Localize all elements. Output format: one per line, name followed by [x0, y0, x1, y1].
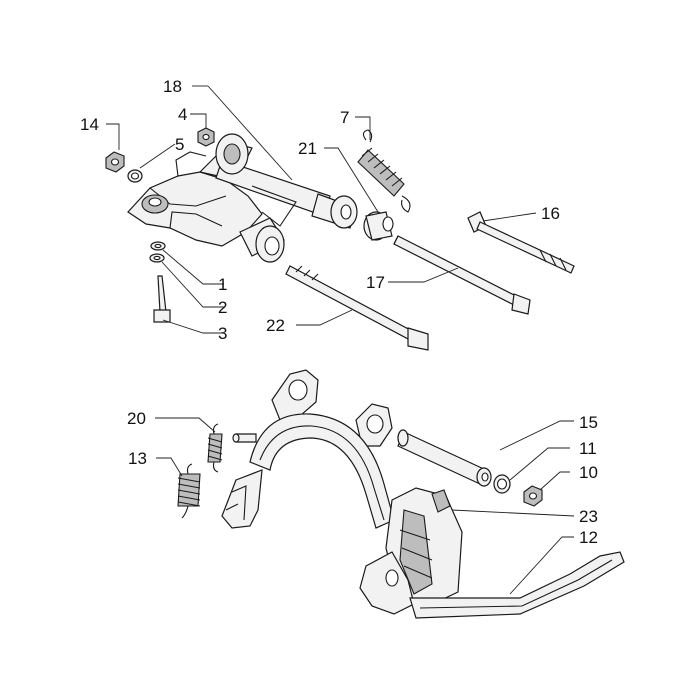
part-14-bolt	[467, 211, 575, 274]
callout-4: 4	[178, 105, 187, 124]
part-20-bushing-arm	[215, 133, 358, 229]
part-16-pin	[397, 429, 492, 487]
callout-22: 21	[298, 139, 317, 158]
part-7-spring	[357, 129, 411, 213]
callout-5: 5	[175, 135, 184, 154]
part-18-spring	[207, 423, 223, 473]
part-22-bushing	[363, 211, 394, 241]
part-17-nut	[105, 151, 125, 173]
part-11-washer	[493, 474, 511, 494]
part-4-nut	[197, 127, 215, 147]
callout-2: 2	[218, 298, 227, 317]
callout-13: 12	[579, 528, 598, 547]
callout-numbers: 14 5 4 18 7 21 16 17 1 2 3 22 20 13 15 1…	[80, 77, 598, 547]
callout-14: 16	[541, 204, 560, 223]
callout-1: 1	[218, 275, 227, 294]
callout-23: 23	[579, 507, 598, 526]
part-12-spring	[177, 463, 201, 519]
part-23-bracket	[431, 489, 451, 513]
part-5-washer	[127, 169, 143, 183]
part-13-center-stand	[221, 369, 625, 619]
callout-21: 22	[266, 316, 285, 335]
callout-11: 11	[579, 439, 597, 458]
callout-15: 17	[366, 273, 385, 292]
callout-20: 18	[163, 77, 182, 96]
leader-lines	[106, 85, 575, 595]
part-3-bolt	[153, 275, 171, 323]
callout-12: 13	[128, 449, 147, 468]
part-1-washer	[150, 241, 166, 251]
part-15-bolt	[393, 235, 531, 315]
part-21-bolt	[285, 265, 429, 351]
callout-17: 14	[80, 115, 99, 134]
callout-7: 7	[340, 108, 349, 127]
part-2-washer	[149, 253, 165, 263]
part-10-nut	[523, 485, 543, 507]
callout-16: 15	[579, 413, 598, 432]
callout-18: 20	[127, 409, 146, 428]
callout-10: 10	[579, 463, 598, 482]
callout-3: 3	[218, 324, 227, 343]
